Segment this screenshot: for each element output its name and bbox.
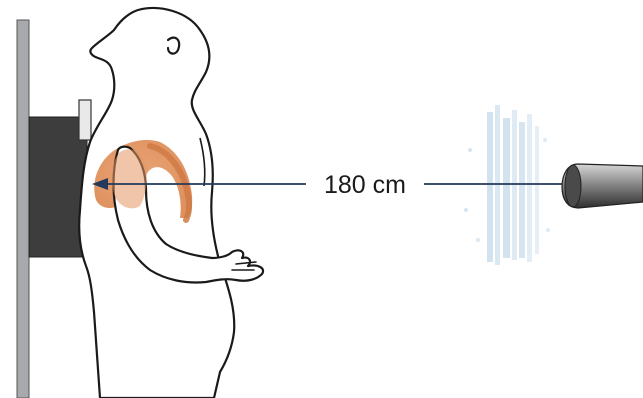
shoulder-anatomy-overlay <box>112 149 147 208</box>
xray-tube-icon <box>562 164 643 208</box>
distance-label: 180 cm <box>324 171 406 199</box>
wall-stand <box>17 20 29 398</box>
radiation-scatter <box>464 105 550 265</box>
cassette-holder <box>79 100 91 140</box>
image-receptor-cassette <box>29 117 87 257</box>
